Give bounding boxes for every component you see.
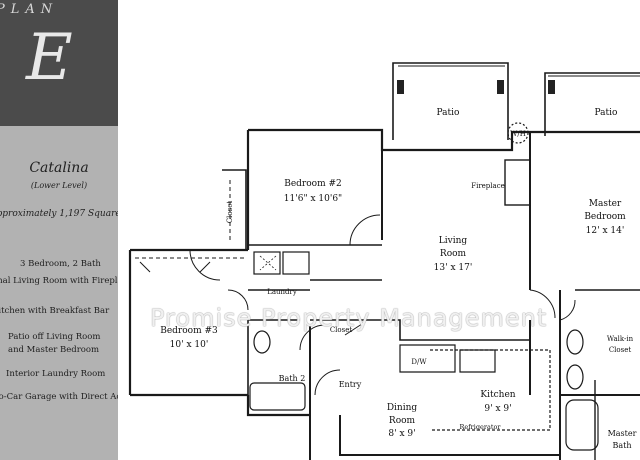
plan-line [246, 395, 310, 417]
plan-line [566, 329, 584, 355]
plan-line [565, 399, 599, 451]
plan-line [349, 214, 381, 246]
level-label: (Lower Level) [30, 181, 88, 190]
plan-line [529, 289, 556, 319]
living-room-label-2: Room [440, 249, 467, 259]
refrigerator-label: Refrigerator [460, 423, 502, 431]
closet-vertical-label: Closet [226, 201, 234, 224]
plan-line [227, 289, 249, 311]
bedroom3-label: Bedroom #3 [160, 326, 218, 336]
plan-line [548, 80, 555, 94]
bedroom2-label: Bedroom #2 [284, 179, 342, 189]
plan-line [559, 299, 576, 321]
master-bedroom-label-2: Bedroom [584, 212, 626, 222]
dishwasher-label: D/W [411, 358, 427, 366]
plan-line [339, 415, 560, 456]
water-heater-label: W/H [510, 130, 526, 138]
plan-line [566, 364, 584, 390]
living-room-label: Living [439, 236, 468, 246]
entry-label: Entry [339, 380, 362, 389]
plan-line [249, 382, 306, 411]
plan-line [397, 80, 404, 94]
patio-left-label: Patio [437, 108, 460, 118]
hall-closet-label: Closet [330, 326, 353, 334]
dining-room-label-2: Room [389, 416, 416, 426]
walkin-closet-label: Walk-in [607, 335, 634, 343]
patio-right-label: Patio [595, 108, 618, 118]
plan-line [399, 344, 456, 373]
bath2-label: Bath 2 [279, 374, 306, 383]
walkin-closet-label-2: Closet [609, 346, 632, 354]
fireplace-label: Fireplace [471, 182, 505, 190]
plan-line [314, 369, 341, 396]
feature-item: Two-Car Garage with Direct Access [0, 392, 118, 402]
plan-line [507, 122, 529, 144]
feature-item: and Master Bedroom [8, 345, 100, 355]
laundry-label: Laundry [267, 288, 297, 296]
feature-item: 3 Bedroom, 2 Bath [20, 259, 101, 269]
master-bath-label: Master [608, 429, 637, 438]
kitchen-size: 9' x 9' [484, 404, 511, 414]
square-feet: Approximately 1,197 Square Feet [0, 209, 118, 219]
plan-letter: E [26, 21, 73, 95]
community-name: Catalina [29, 160, 89, 176]
plan-line [299, 324, 326, 351]
plan-line [139, 261, 211, 273]
living-room-size: 13' x 17' [434, 263, 473, 273]
feature-item: Kitchen with Breakfast Bar [0, 306, 110, 316]
feature-item: Interior Laundry Room [6, 369, 106, 379]
master-bath-label-2: Bath [612, 441, 631, 450]
patio-right-outline [544, 72, 640, 136]
plan-line [253, 251, 281, 275]
plan-line [282, 251, 310, 275]
bedroom2-size: 11'6" x 10'6" [284, 194, 342, 204]
feature-item: Patio off Living Room [8, 332, 101, 342]
feature-item: Formal Living Room with Fireplace [0, 276, 118, 286]
plan-header: PLAN E [0, 0, 118, 126]
floor-plan: Patio Patio W/H Fireplace Bedroom #2 11'… [128, 62, 640, 460]
plan-line [497, 80, 504, 94]
watermark: Promise Property Management [150, 304, 548, 332]
plan-line [222, 169, 247, 250]
plan-line [344, 321, 366, 336]
plan-line [459, 349, 496, 373]
bedroom3-size: 10' x 10' [170, 340, 209, 350]
plan-line [259, 255, 277, 271]
dining-room-label: Dining [387, 403, 418, 413]
plan-line [253, 330, 271, 354]
dining-room-size: 8' x 9' [388, 429, 415, 439]
plan-info-panel: Catalina (Lower Level) Approximately 1,1… [0, 126, 118, 460]
plan-line [189, 249, 221, 281]
plan-line [504, 159, 531, 206]
kitchen-label: Kitchen [480, 390, 515, 400]
master-bedroom-label: Master [589, 199, 622, 209]
patio-left-outline [392, 62, 509, 140]
master-bedroom-size: 12' x 14' [586, 226, 625, 236]
plan-line [310, 319, 530, 341]
plan-line [248, 128, 640, 152]
plan-word: PLAN [0, 2, 59, 17]
